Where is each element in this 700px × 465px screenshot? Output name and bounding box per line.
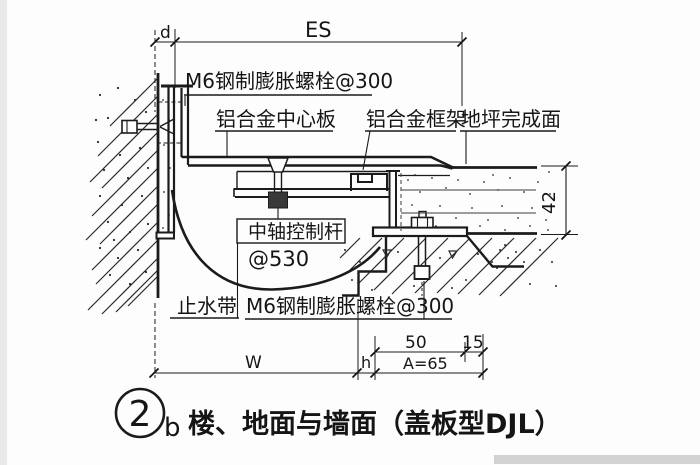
- floor-layers: [381, 166, 537, 260]
- dim-d: d: [160, 23, 171, 43]
- callout-floor-finish: 地坪完成面: [461, 107, 561, 131]
- sub-channel: [233, 170, 390, 198]
- anchor-base-plate: [371, 226, 469, 238]
- detail-title: 楼、地面与墙面（盖板型DJL）: [188, 409, 562, 440]
- countersunk-head: [266, 157, 290, 173]
- callout-bolt-bottom: M6钢制膨胀螺栓@300: [246, 294, 454, 318]
- embed-sleeve-dashed: [157, 101, 183, 144]
- bolt-head: [121, 119, 138, 134]
- callout-waterstop: 止水带: [177, 294, 237, 318]
- dim-a65: A=65: [403, 354, 448, 373]
- detail-number-circle: [114, 387, 166, 439]
- bolt-shaft: [137, 122, 158, 131]
- detail-number: 2: [129, 394, 152, 435]
- aggregate-triangles: [381, 249, 459, 260]
- dim-es: ES: [305, 18, 332, 42]
- wall-plate: [155, 84, 193, 240]
- rod-nut: [268, 191, 288, 209]
- title-block: 2 b 楼、地面与墙面（盖板型DJL）: [114, 387, 562, 443]
- plate-foot: [155, 231, 175, 240]
- callout-control-rod: 中轴控制杆: [248, 221, 343, 243]
- anchor-nut: [410, 216, 434, 229]
- bolt-expansion-cone: [159, 118, 175, 135]
- dim-h: h: [361, 353, 371, 372]
- blockout-right-edge: [466, 235, 524, 268]
- clip-notch: [357, 174, 373, 183]
- callout-center-plate: 铝合金中心板: [216, 107, 336, 131]
- callout-bolt-top: M6钢制膨胀螺栓@300: [185, 69, 393, 93]
- dim-w: W: [245, 353, 262, 373]
- wall-expansion-bolt: [121, 101, 183, 144]
- detail-sub-letter: b: [164, 413, 181, 443]
- dim-15: 15: [462, 333, 484, 353]
- cover-swing-arc: [170, 189, 382, 291]
- control-rod-screw: [266, 157, 290, 219]
- anchor-shaft: [417, 236, 427, 266]
- control-rod-label-box: [236, 218, 346, 244]
- leg-lower-step: [342, 236, 388, 297]
- frame-leg: [388, 171, 397, 228]
- dimension-lines: [154, 29, 578, 380]
- cover-top-edge: [181, 155, 454, 169]
- bottom-gray-bar: [494, 455, 700, 464]
- dim-50: 50: [405, 333, 427, 353]
- clip-outer: [350, 173, 388, 191]
- floor-anchor-bolt: [410, 210, 434, 296]
- anchor-foot: [413, 265, 431, 280]
- scan-edge-strip: [0, 0, 7, 465]
- callout-leaders: [170, 94, 556, 320]
- dim-42: 42: [539, 191, 560, 214]
- callout-control-rod-spacing: @530: [248, 247, 309, 271]
- annotation-texts: M6钢制膨胀螺栓@300 铝合金中心板 铝合金框架 地坪完成面 中轴控制杆 @5…: [160, 18, 561, 373]
- callout-frame: 铝合金框架: [366, 107, 466, 131]
